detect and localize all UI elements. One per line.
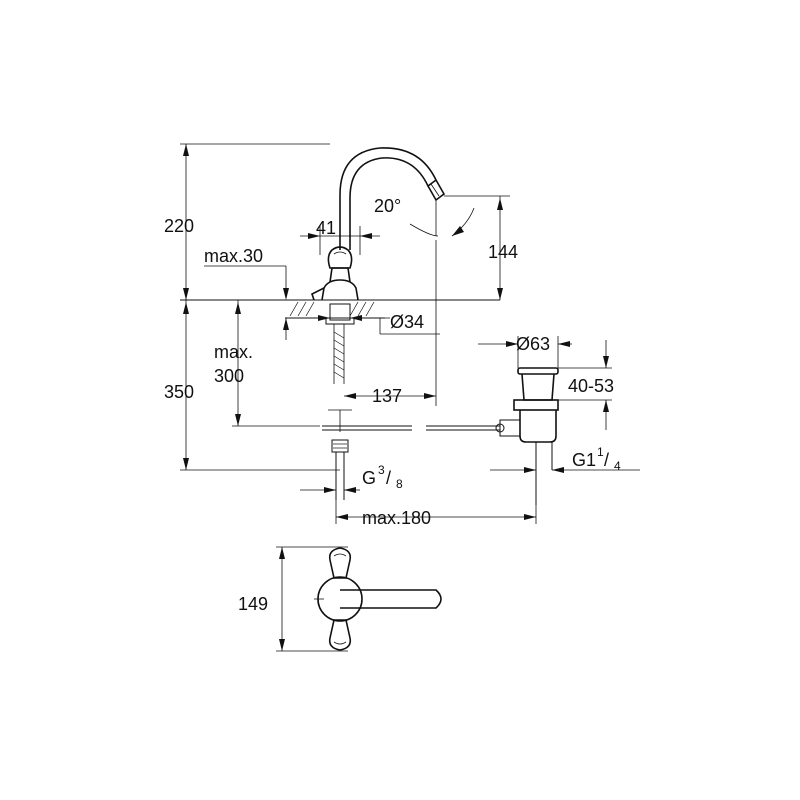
svg-text:G: G <box>362 468 376 488</box>
dim-diameter-63: Ø63 <box>516 334 550 354</box>
svg-text:/: / <box>604 450 609 470</box>
waste-linkage-port <box>499 419 521 437</box>
dim-220: 220 <box>164 216 194 236</box>
top-view-handle-lower <box>328 619 352 651</box>
dim-20-degree: 20° <box>374 196 401 216</box>
dimension-lines <box>180 143 640 652</box>
mounting-washer <box>325 317 355 325</box>
svg-text:/: / <box>386 468 391 488</box>
dim-144: 144 <box>488 242 518 262</box>
svg-text:1: 1 <box>597 445 604 459</box>
mounting-nut <box>329 303 351 321</box>
popup-linkage-rod <box>322 423 505 433</box>
tap-top-view <box>314 547 442 651</box>
dim-137: 137 <box>372 386 402 406</box>
dim-diameter-34: Ø34 <box>390 312 424 332</box>
spout-aerator <box>426 178 446 202</box>
tap-base <box>321 279 359 301</box>
top-view-base <box>317 576 363 622</box>
waste-locknut <box>513 399 559 411</box>
handle-detail <box>333 251 347 255</box>
dim-max-label: max. <box>214 342 253 362</box>
dim-300: 300 <box>214 366 244 386</box>
popup-waste-assembly <box>499 367 559 505</box>
waste-body-lower <box>519 410 557 443</box>
counter-hatching <box>289 301 375 317</box>
top-view-handle-upper <box>328 547 352 579</box>
waste-body-upper <box>521 373 555 401</box>
dim-41: 41 <box>316 218 336 238</box>
svg-text:4: 4 <box>614 459 621 473</box>
tap-lever-tab <box>311 287 325 301</box>
spout-inner <box>349 157 429 250</box>
svg-text:8: 8 <box>396 477 403 491</box>
dim-40-53: 40-53 <box>568 376 614 396</box>
svg-text:G1: G1 <box>572 450 596 470</box>
tap-handle <box>327 246 353 269</box>
top-view-spout <box>340 589 442 609</box>
connection-nut <box>331 439 349 453</box>
waste-flange <box>517 367 559 375</box>
dim-350: 350 <box>164 382 194 402</box>
dim-g3-8: G 3 / 8 <box>362 463 403 491</box>
dimension-labels: 220 41 20° 144 max.30 Ø34 max. 300 350 1… <box>164 196 621 614</box>
dim-149: 149 <box>238 594 268 614</box>
dim-max180: max.180 <box>362 508 431 528</box>
svg-text:3: 3 <box>378 463 385 477</box>
spout-outer <box>339 147 437 250</box>
dim-g1-1-4: G1 1 / 4 <box>572 445 621 473</box>
dim-max30: max.30 <box>204 246 263 266</box>
hose-braid <box>333 331 345 379</box>
tap-side-view <box>180 147 500 500</box>
